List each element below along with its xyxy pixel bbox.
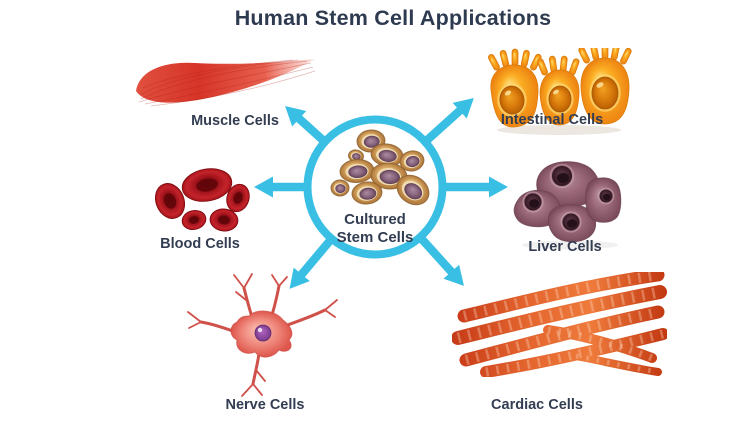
page-title: Human Stem Cell Applications bbox=[234, 6, 552, 30]
arrow-group bbox=[254, 98, 508, 289]
stem-cell-cluster-illustration bbox=[330, 129, 430, 206]
nerve-cells-label: Nerve Cells bbox=[225, 397, 305, 413]
blood-cells-label: Blood Cells bbox=[160, 236, 240, 252]
arrow-top-right bbox=[421, 98, 474, 146]
muscle-cells-label: Muscle Cells bbox=[191, 113, 279, 129]
arrow-left bbox=[254, 176, 309, 198]
liver-cells-label: Liver Cells bbox=[528, 239, 602, 255]
neuron-illustration bbox=[187, 273, 338, 397]
red-blood-cells-illustration bbox=[154, 168, 250, 232]
intestinal-cells-label: Intestinal Cells bbox=[500, 112, 604, 128]
cardiac-muscle-fibers-illustration bbox=[452, 272, 667, 377]
cardiac-cells-label: Cardiac Cells bbox=[491, 397, 583, 413]
arrow-bottom-left bbox=[289, 235, 336, 289]
liver-cells-illustration bbox=[513, 161, 622, 250]
skeletal-muscle-fiber-illustration bbox=[136, 59, 316, 107]
arrow-top-left bbox=[285, 106, 329, 146]
arrow-right bbox=[441, 176, 508, 198]
arrow-bottom-right bbox=[416, 233, 464, 286]
intestinal-epithelium-illustration bbox=[488, 48, 632, 135]
center-hub-label: Cultured Stem Cells bbox=[336, 211, 414, 247]
